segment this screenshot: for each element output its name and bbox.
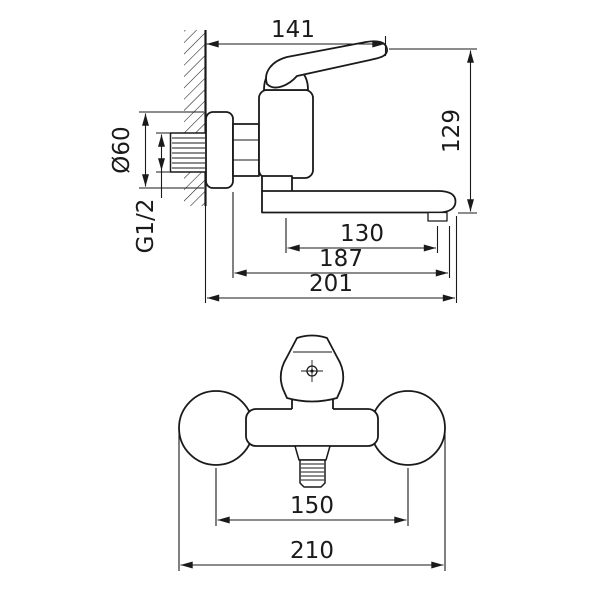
right-escutcheon (370, 390, 446, 466)
dim-label-130: 130 (340, 221, 384, 247)
dimension-187: 187 (232, 192, 451, 278)
wall-hatching (184, 172, 205, 206)
dimension-129: 129 (389, 48, 477, 214)
aerator (427, 211, 448, 222)
dimension-201: 201 (204, 206, 458, 303)
wall-section (184, 30, 207, 206)
cartridge-body (258, 89, 314, 179)
threaded-pipe (169, 132, 208, 173)
dim-label-g12: G1/2 (133, 199, 159, 254)
lever-handle (265, 40, 388, 89)
dim-label-201: 201 (309, 271, 353, 297)
dim-label-210: 210 (290, 538, 334, 564)
dimension-130: 130 (285, 218, 439, 253)
center-mark-icon (301, 360, 323, 382)
dimension-g12: G1/2 (133, 132, 170, 254)
dim-label-187: 187 (319, 246, 363, 272)
body-front (245, 408, 379, 447)
spout-connector (261, 175, 293, 193)
mounting-nut (232, 123, 260, 177)
wall-hatching (184, 30, 205, 133)
outlet-front (294, 445, 331, 488)
dimension-d60: Ø60 (109, 111, 204, 189)
dim-label-129: 129 (439, 109, 465, 153)
dim-label-150: 150 (290, 493, 334, 519)
wall-flange (205, 111, 234, 189)
handle-front (279, 334, 345, 403)
dim-label-141: 141 (271, 17, 315, 43)
dimension-210: 210 (178, 433, 446, 571)
dimension-150: 150 (215, 468, 409, 526)
side-view: 141 129 Ø60 G1/2 130 (109, 17, 477, 303)
spout (261, 190, 457, 214)
dimension-141: 141 (206, 17, 387, 56)
front-view: 150 210 (178, 334, 446, 571)
left-escutcheon (178, 390, 254, 466)
dim-label-d60: Ø60 (109, 126, 135, 173)
